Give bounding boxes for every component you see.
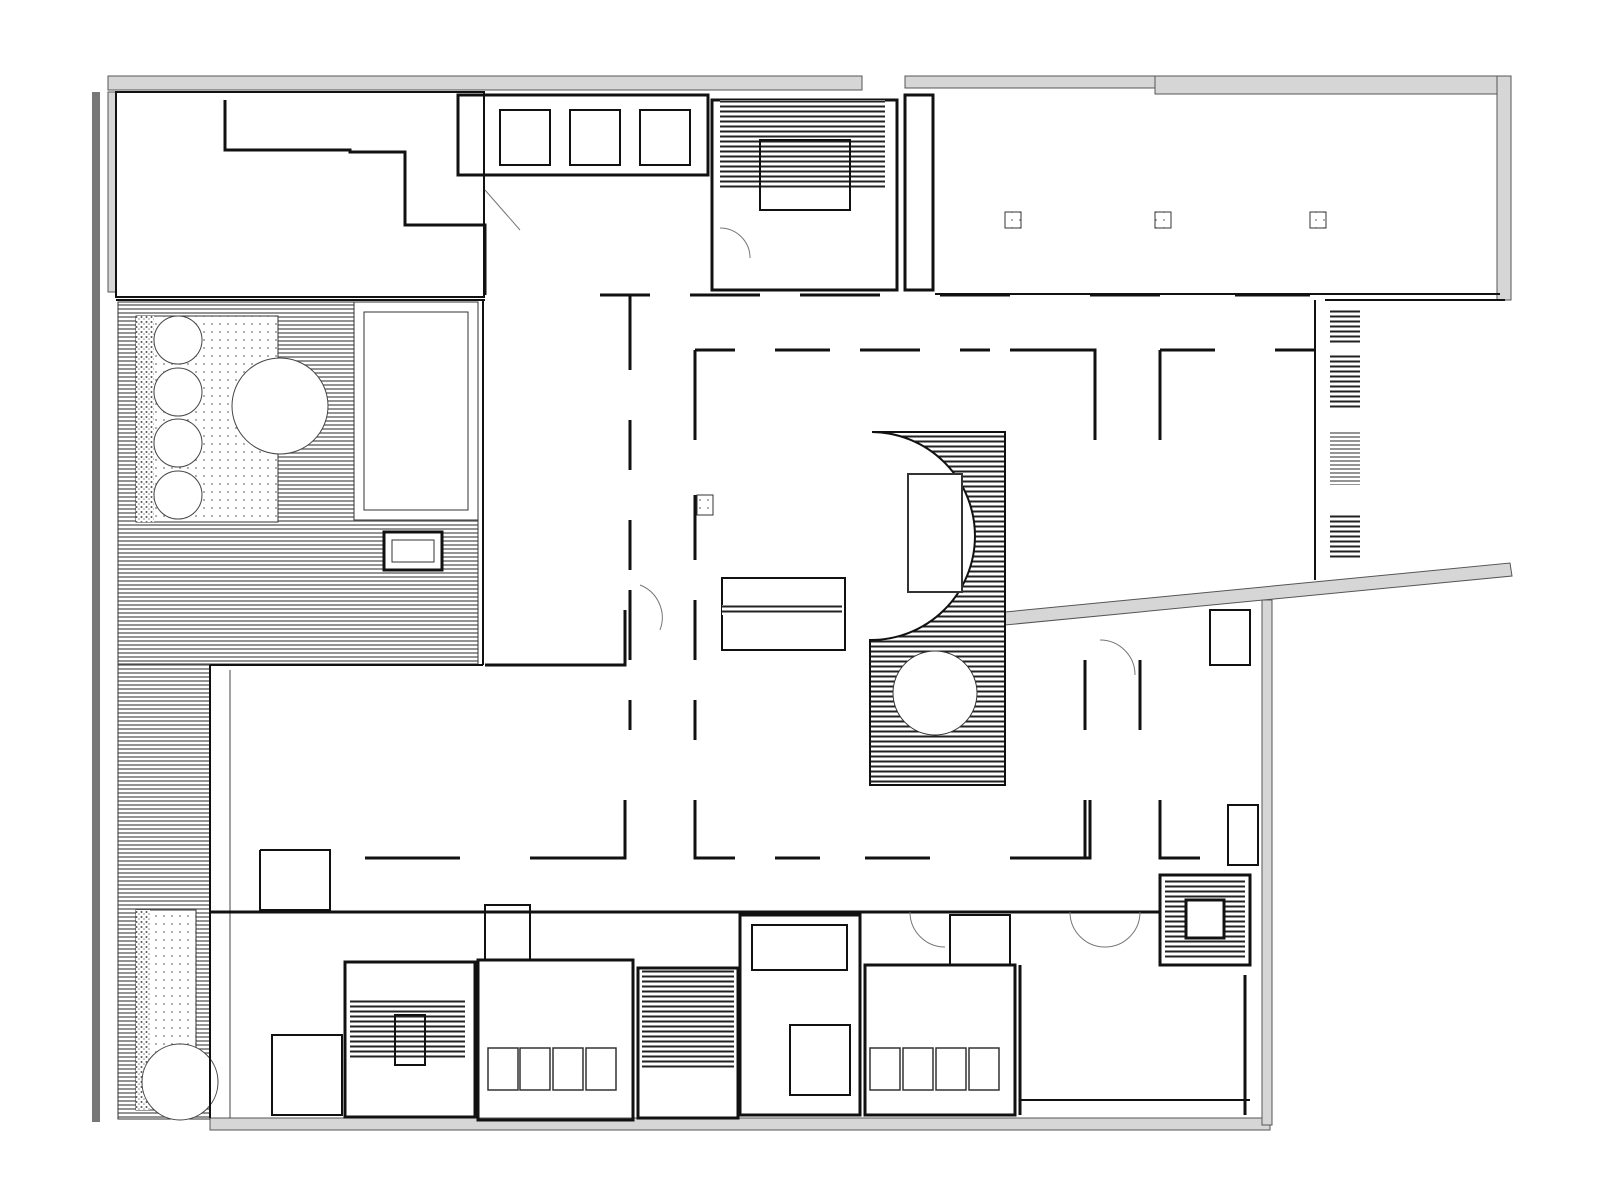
terrace [117, 301, 479, 1121]
partition-lines[interactable] [365, 293, 1315, 860]
room-top-left [115, 91, 487, 298]
core-bottom [210, 584, 1259, 1122]
room-top-right [935, 211, 1500, 295]
right-steps [1330, 308, 1360, 560]
core-top [456, 93, 935, 292]
glazing [116, 299, 1505, 1118]
exterior-walls [92, 75, 1513, 1131]
wc-stalls [487, 1047, 1000, 1091]
atrium [696, 431, 1006, 786]
